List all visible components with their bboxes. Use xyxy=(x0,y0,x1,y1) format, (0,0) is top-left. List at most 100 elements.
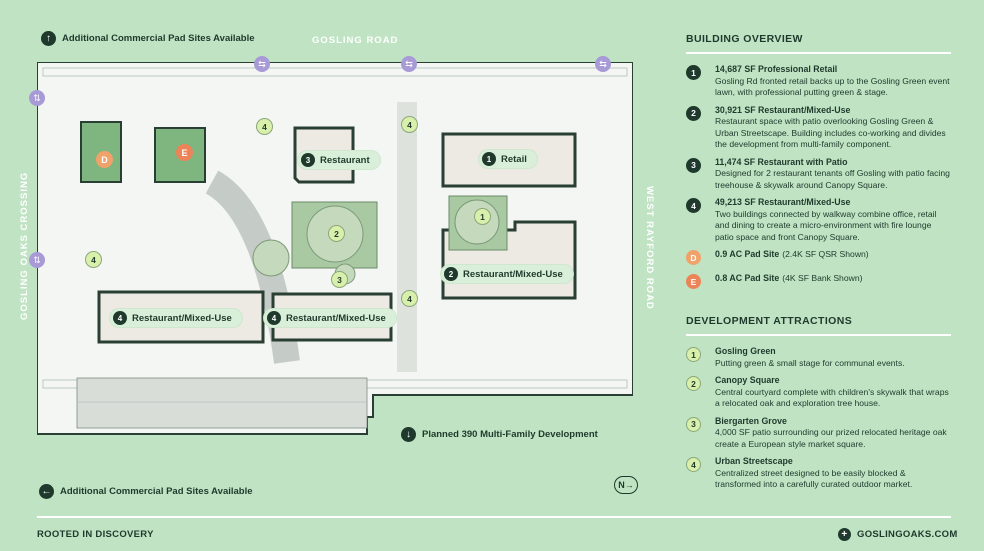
road-west-label: GOSLING OAKS CROSSING xyxy=(19,171,30,320)
legend-number: 3 xyxy=(686,157,701,173)
attraction-4-marker-a[interactable]: 4 xyxy=(256,118,273,135)
attraction-4-marker-b[interactable]: 4 xyxy=(401,116,418,133)
road-north-label: GOSLING ROAD xyxy=(312,35,399,46)
building-2-label[interactable]: 2 Restaurant/Mixed-Use xyxy=(441,265,573,283)
access-swap-icon: ⇅ xyxy=(29,252,45,268)
legend-description: (4K SF Bank Shown) xyxy=(782,273,863,283)
legend-description: (2.4K SF QSR Shown) xyxy=(782,249,869,259)
legend-description: Designed for 2 restaurant tenants off Go… xyxy=(715,168,950,190)
attraction-3-marker[interactable]: 3 xyxy=(331,271,348,288)
building-3-text: Restaurant xyxy=(320,154,370,166)
building-3-restaurant-label[interactable]: 3 Restaurant xyxy=(298,151,380,169)
legend-text: 0.9 AC Pad Site(2.4K SF QSR Shown) xyxy=(715,249,869,265)
north-compass-icon: N→ xyxy=(614,476,638,494)
legend-number: 4 xyxy=(686,198,701,213)
legend-number: 4 xyxy=(686,457,701,472)
legend-title: Canopy Square xyxy=(715,375,780,385)
legend-item: E 0.8 AC Pad Site(4K SF Bank Shown) xyxy=(686,273,951,289)
legend-number: D xyxy=(686,250,701,265)
plus-icon: + xyxy=(838,528,851,541)
building-2-number: 2 xyxy=(444,267,458,281)
building-4a-number: 4 xyxy=(113,311,127,325)
building-1-text: Retail xyxy=(501,153,527,165)
legend-description: 4,000 SF patio surrounding our prized re… xyxy=(715,427,947,449)
access-swap-icon: ⇆ xyxy=(254,56,270,72)
legend-description: Restaurant space with patio overlooking … xyxy=(715,116,946,149)
multi-family-text: Planned 390 Multi-Family Development xyxy=(422,429,598,440)
legend-number: 3 xyxy=(686,416,701,432)
arrow-left-icon: ← xyxy=(39,484,54,499)
building-3-number: 3 xyxy=(301,153,315,167)
building-1-retail-label[interactable]: 1 Retail xyxy=(479,150,537,168)
bottom-pad-sites-label: ← Additional Commercial Pad Sites Availa… xyxy=(39,484,253,499)
access-swap-icon: ⇆ xyxy=(401,56,417,72)
building-4b-text: Restaurant/Mixed-Use xyxy=(286,312,386,324)
legend-description: Two buildings connected by walkway combi… xyxy=(715,208,937,242)
legend-description: Putting green & small stage for communal… xyxy=(715,357,905,368)
access-swap-icon: ⇅ xyxy=(29,90,45,106)
legend-item: D 0.9 AC Pad Site(2.4K SF QSR Shown) xyxy=(686,249,951,265)
multi-family-label: ↓ Planned 390 Multi-Family Development xyxy=(401,427,598,442)
legend-title: 11,474 SF Restaurant with Patio xyxy=(715,156,848,167)
pad-d-marker[interactable]: D xyxy=(96,151,113,168)
building-4b-label[interactable]: 4 Restaurant/Mixed-Use xyxy=(264,309,396,327)
arrow-down-icon: ↓ xyxy=(401,427,416,442)
divider xyxy=(686,52,951,54)
legend-number: E xyxy=(686,274,701,289)
legend-number: 1 xyxy=(686,347,701,362)
attraction-4-marker-c[interactable]: 4 xyxy=(85,251,102,268)
building-4a-label[interactable]: 4 Restaurant/Mixed-Use xyxy=(110,309,242,327)
legend-description: Central courtyard complete with children… xyxy=(715,386,949,409)
legend-title: 14,687 SF Professional Retail xyxy=(715,64,838,74)
attraction-4-marker-d[interactable]: 4 xyxy=(401,290,418,307)
access-swap-icon: ⇆ xyxy=(595,56,611,72)
attraction-1-marker[interactable]: 1 xyxy=(474,208,491,225)
arrow-up-icon: ↑ xyxy=(41,31,56,46)
legend-title: 0.8 AC Pad Site xyxy=(715,273,780,283)
legend-title: Biergarten Grove xyxy=(715,415,787,426)
pad-e-marker[interactable]: E xyxy=(176,144,193,161)
attraction-2-marker[interactable]: 2 xyxy=(328,225,345,242)
legend-description: Centralized street designed to be easily… xyxy=(715,467,913,490)
building-overview-panel: BUILDING OVERVIEW 1 14,687 SF Professiona… xyxy=(686,33,951,297)
footer-website-link[interactable]: + GOSLINGOAKS.COM xyxy=(838,528,958,541)
building-2-text: Restaurant/Mixed-Use xyxy=(463,268,563,280)
top-pad-sites-label: ↑ Additional Commercial Pad Sites Availa… xyxy=(41,31,255,46)
divider xyxy=(686,334,951,336)
building-4a-text: Restaurant/Mixed-Use xyxy=(132,312,232,324)
road-east-label: WEST RAYFORD ROAD xyxy=(644,186,655,310)
legend-text: 0.8 AC Pad Site(4K SF Bank Shown) xyxy=(715,273,862,289)
development-attractions-title: DEVELOPMENT ATTRACTIONS xyxy=(686,315,853,327)
bottom-pad-sites-text: Additional Commercial Pad Sites Availabl… xyxy=(60,486,253,497)
legend-title: 30,921 SF Restaurant/Mixed-Use xyxy=(715,104,851,115)
compass-letter: N xyxy=(618,480,625,490)
top-pad-sites-text: Additional Commercial Pad Sites Availabl… xyxy=(62,33,255,44)
building-overview-title: BUILDING OVERVIEW xyxy=(686,33,803,45)
legend-title: Gosling Green xyxy=(715,346,776,356)
legend-description: Gosling Rd fronted retail backs up to th… xyxy=(715,75,950,98)
footer-website-text: GOSLINGOAKS.COM xyxy=(857,529,958,540)
legend-number: 1 xyxy=(686,65,701,80)
footer-tagline: ROOTED IN DISCOVERY xyxy=(37,529,154,540)
legend-number: 2 xyxy=(686,105,701,121)
building-4b-number: 4 xyxy=(267,311,281,325)
legend-number: 2 xyxy=(686,376,701,391)
building-1-number: 1 xyxy=(482,152,496,166)
footer-divider xyxy=(37,516,951,518)
